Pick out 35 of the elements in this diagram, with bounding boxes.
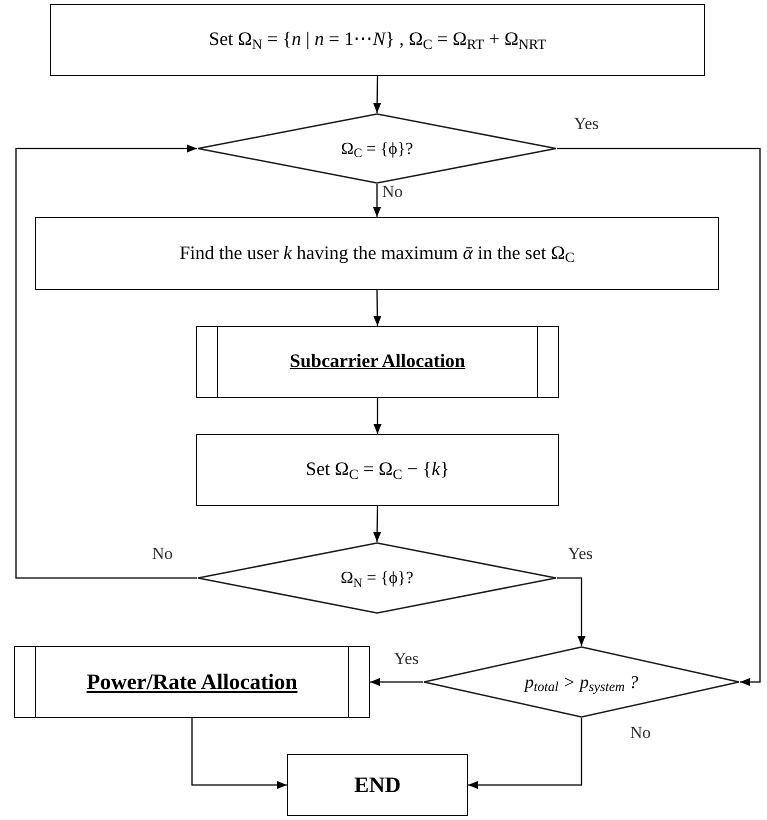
process-box	[287, 754, 468, 816]
arrow	[374, 398, 382, 434]
arrow	[373, 506, 382, 542]
node-text: Ω$_{C}$ = {ϕ}?	[340, 138, 414, 160]
arrow	[557, 148, 761, 686]
edge-label: No	[628, 724, 653, 741]
node-text: Power/Rate Allocation	[86, 668, 298, 696]
arrow	[373, 184, 381, 217]
decision-diamond	[423, 646, 740, 718]
process-box	[35, 217, 719, 290]
decision-diamond	[197, 542, 557, 614]
node-text: Find the user k having the maximum ᾱ in the set Ω$_{C}$	[179, 242, 575, 266]
subprocess-box	[196, 326, 559, 398]
edge-label: Yes	[572, 115, 601, 132]
arrow	[191, 718, 287, 789]
arrow	[15, 144, 197, 579]
arrow	[373, 76, 382, 113]
edge-label: No	[380, 183, 405, 200]
arrow	[468, 718, 582, 789]
node-text: Set Ω$_{C}$ = Ω$_{C}$ − {k}	[306, 458, 450, 482]
arrow	[373, 290, 382, 326]
edge-label: No	[150, 545, 175, 562]
decision-diamond	[197, 113, 557, 184]
edge-label: Yes	[392, 650, 421, 667]
node-text: Ω$_{N}$ = {ϕ}?	[340, 567, 414, 589]
subprocess-box	[14, 646, 370, 718]
node-text: Set Ω$_{N}$ = {n | n = 1⋯N} , Ω$_{C}$ = Ω$_{RT}$ + Ω$_{NRT}$	[208, 28, 546, 52]
process-box	[196, 434, 559, 506]
node-text: Subcarrier Allocation	[290, 350, 466, 374]
node-text: END	[354, 771, 401, 799]
node-text: p$_{total}$ > p$_{system}$ ?	[524, 670, 638, 694]
edge-label: Yes	[566, 545, 595, 562]
arrow	[557, 577, 586, 646]
process-box	[50, 4, 705, 76]
arrow	[370, 678, 423, 686]
